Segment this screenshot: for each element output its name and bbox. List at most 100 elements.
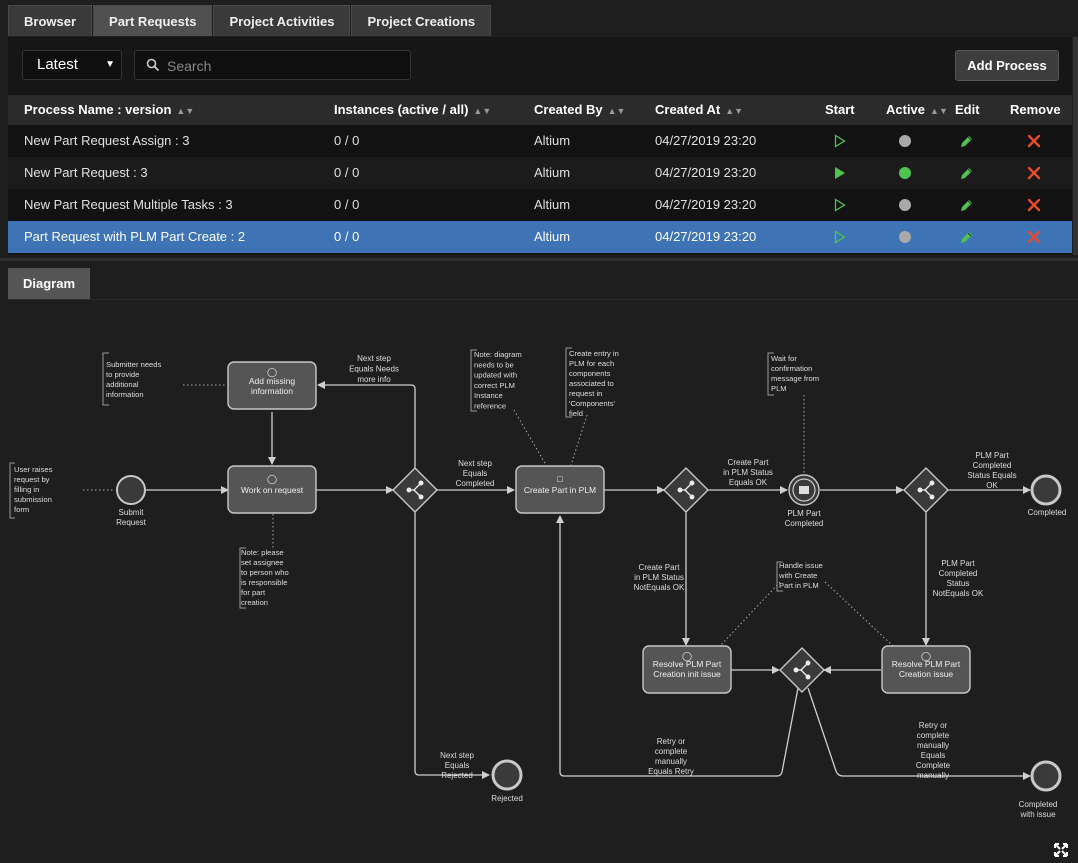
cell-process-name: New Part Request Assign : 3: [24, 133, 190, 148]
cell-created-at: 04/27/2019 23:20: [655, 165, 757, 180]
version-select[interactable]: Latest ▼: [22, 50, 122, 80]
assoc-create-entry: [570, 414, 588, 466]
catch-event-plm-part-completed[interactable]: PLM Part Completed: [785, 474, 824, 528]
close-icon[interactable]: [1026, 133, 1042, 149]
pencil-icon[interactable]: [959, 229, 973, 245]
flow-label: OK: [986, 481, 998, 490]
tab-part-requests[interactable]: Part Requests: [93, 5, 213, 36]
event-label: Rejected: [491, 794, 523, 803]
end-event-completed-with-issue[interactable]: Completed with issue: [1019, 760, 1062, 819]
annotation-text: to provide: [106, 370, 139, 379]
col-active[interactable]: Active▲▼: [886, 95, 948, 126]
annotation-brackets: [9, 347, 783, 609]
diagram-header-line: [8, 299, 1078, 300]
play-icon[interactable]: [833, 197, 847, 213]
close-icon[interactable]: [1026, 165, 1042, 181]
task-add-missing-information[interactable]: ◯ Add missing information: [227, 361, 317, 410]
start-event-submit-request[interactable]: Submit Request: [116, 475, 147, 527]
annotation-text: additional: [106, 380, 139, 389]
play-icon[interactable]: [833, 229, 847, 245]
col-created-at[interactable]: Created At▲▼: [655, 95, 743, 126]
active-status-icon[interactable]: [898, 229, 912, 245]
col-process-name[interactable]: Process Name : version▲▼: [24, 95, 194, 126]
user-icon: ◯: [267, 367, 277, 378]
cell-process-name: Part Request with PLM Part Create : 2: [24, 229, 246, 244]
annotation-text: creation: [241, 598, 268, 607]
play-icon[interactable]: [833, 165, 847, 181]
branch-icon: [793, 660, 811, 680]
flow-label: Equals Retry: [648, 767, 694, 776]
close-icon[interactable]: [1026, 197, 1042, 213]
active-status-icon[interactable]: [898, 197, 912, 213]
splitter[interactable]: [0, 258, 1078, 261]
flow-label: more info: [357, 375, 391, 384]
flow-label: Next step: [357, 354, 391, 363]
bracket-handle-issue: [776, 561, 783, 592]
cell-process-name: New Part Request Multiple Tasks : 3: [24, 197, 233, 212]
col-instances[interactable]: Instances (active / all) ▲▼: [334, 95, 491, 126]
pencil-icon[interactable]: [959, 165, 973, 181]
end-event-rejected[interactable]: Rejected: [491, 759, 523, 803]
pencil-icon[interactable]: [959, 133, 973, 149]
send-task-icon: □: [557, 474, 563, 484]
col-created-by[interactable]: Created By▲▼: [534, 95, 625, 126]
event-label: Completed: [785, 519, 824, 528]
branch-icon: [677, 480, 695, 500]
assoc-diagram-note: [513, 409, 547, 466]
tab-diagram[interactable]: Diagram: [8, 268, 91, 299]
bracket-submitter: [102, 352, 109, 406]
sort-icon: ▲▼: [473, 106, 492, 116]
pencil-icon[interactable]: [959, 197, 973, 213]
flow-label: PLM Part: [975, 451, 1009, 460]
task-resolve-init-issue[interactable]: ◯ Resolve PLM Part Creation init issue: [642, 645, 732, 694]
gateway-plm-completed-status[interactable]: [903, 467, 949, 513]
flow-label: Equals: [921, 751, 945, 760]
col-label: Created By: [534, 102, 603, 117]
task-work-on-request[interactable]: ◯ Work on request: [227, 465, 317, 514]
message-icon: [799, 486, 809, 494]
task-create-part-in-plm[interactable]: □ Create Part in PLM: [515, 465, 605, 514]
gateway-retry-or-complete[interactable]: [779, 647, 825, 693]
sort-icon: ▲▼: [930, 106, 948, 116]
fullscreen-icon[interactable]: [1054, 843, 1068, 857]
annotation-text: Note: diagram: [474, 350, 522, 359]
cell-created-at: 04/27/2019 23:20: [655, 197, 757, 212]
scrollbar[interactable]: [1073, 37, 1078, 255]
close-icon[interactable]: [1026, 229, 1042, 245]
annotation-text: reference: [474, 402, 506, 411]
caret-down-icon: ▼: [105, 59, 115, 70]
search-input[interactable]: [165, 51, 409, 81]
tab-project-activities[interactable]: Project Activities: [213, 5, 351, 36]
play-icon[interactable]: [833, 133, 847, 149]
end-event-completed[interactable]: Completed: [1028, 474, 1067, 517]
gateways: [392, 467, 949, 693]
annotation-text: information: [106, 390, 144, 399]
active-status-icon[interactable]: [898, 133, 912, 149]
event-label: Completed: [1028, 508, 1067, 517]
task-label: information: [251, 386, 293, 396]
tab-browser[interactable]: Browser: [8, 5, 93, 36]
gateway-plm-status[interactable]: [663, 467, 709, 513]
active-status-icon[interactable]: [898, 165, 912, 181]
annotation-text: PLM: [771, 384, 787, 393]
gateway-next-step[interactable]: [392, 467, 438, 513]
tab-project-creations[interactable]: Project Creations: [351, 5, 492, 36]
add-process-button[interactable]: Add Process: [955, 50, 1059, 81]
top-tabs: Browser Part Requests Project Activities…: [8, 5, 492, 37]
event-label: Request: [116, 518, 147, 527]
annotation-text: Note: please: [241, 548, 284, 557]
flow-label: Completed: [973, 461, 1012, 470]
events: Submit Request Rejected PLM Part Complet…: [116, 474, 1067, 819]
annotation-text: correct PLM: [474, 381, 515, 390]
tasks: ◯ Add missing information ◯ Work on requ…: [227, 361, 971, 694]
flow-needs-info: [317, 381, 416, 468]
task-resolve-creation-issue[interactable]: ◯ Resolve PLM Part Creation issue: [881, 645, 971, 694]
flow-label: Status: [947, 579, 970, 588]
sort-icon: ▲▼: [176, 106, 195, 116]
col-label: Instances (active / all): [334, 102, 469, 117]
